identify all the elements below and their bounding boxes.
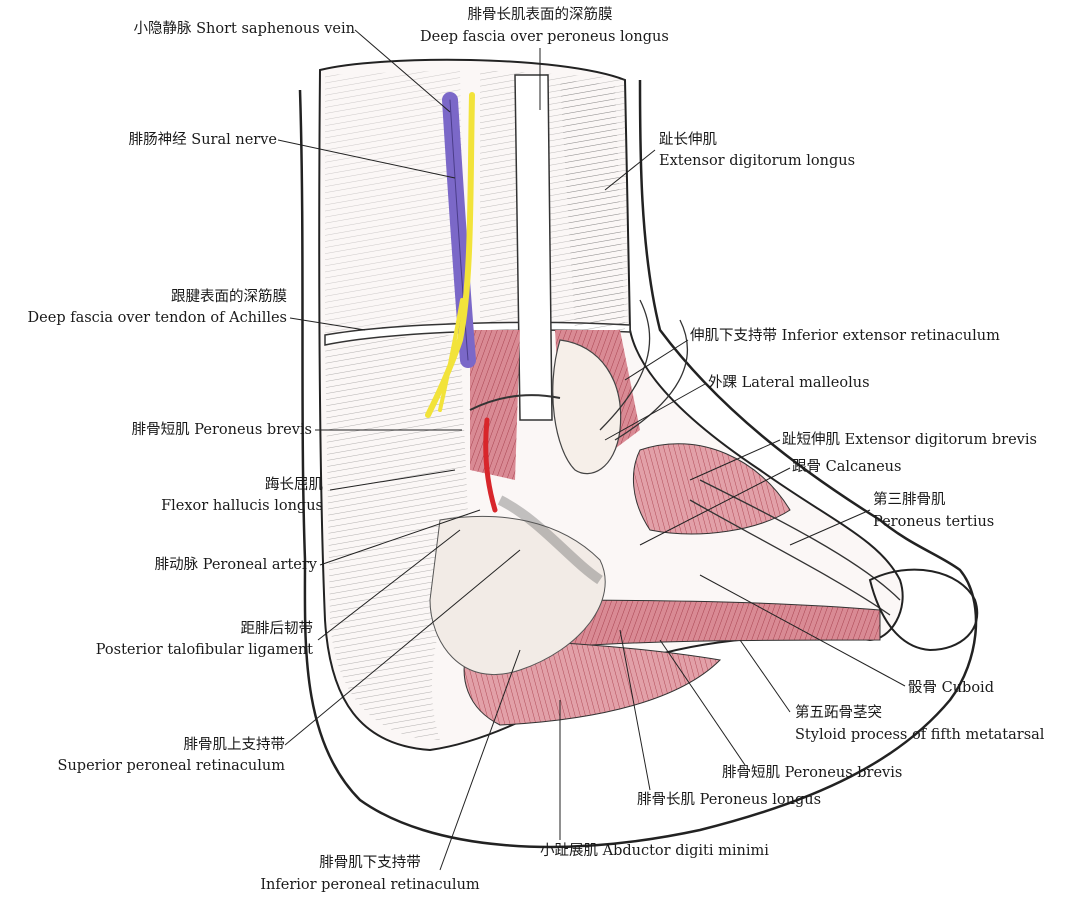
- sural-nerve-shape: [425, 92, 475, 418]
- label-inferior-peroneal-retinaculum-en: Inferior peroneal retinaculum: [260, 877, 480, 893]
- label-styloid-process-cn: 第五跖骨茎突: [795, 705, 882, 721]
- label-superior-peroneal-retinaculum-en: Superior peroneal retinaculum: [57, 758, 285, 774]
- label-inferior-peroneal-retinaculum-cn: 腓骨肌下支持带: [319, 855, 421, 871]
- label-extensor-digitorum-longus-cn: 趾长伸肌: [659, 132, 717, 148]
- label-short-saphenous-vein: 小隐静脉 Short saphenous vein: [133, 21, 355, 37]
- label-peroneus-longus: 腓骨长肌 Peroneus longus: [637, 792, 822, 808]
- label-lateral-malleolus: 外踝 Lateral malleolus: [708, 375, 870, 391]
- toe-outline: [868, 568, 979, 652]
- label-superior-peroneal-retinaculum-cn: 腓骨肌上支持带: [183, 737, 286, 753]
- label-extensor-digitorum-longus-en: Extensor digitorum longus: [659, 153, 856, 169]
- label-cuboid: 骰骨 Cuboid: [908, 680, 994, 696]
- label-flexor-hallucis-longus-en: Flexor hallucis longus: [161, 498, 323, 514]
- label-deep-fascia-peroneus-longus-en: Deep fascia over peroneus longus: [420, 29, 669, 45]
- label-peroneus-tertius-en: Peroneus tertius: [873, 514, 995, 530]
- label-calcaneus: 跟骨 Calcaneus: [792, 459, 902, 475]
- label-posterior-talofibular-cn: 距腓后韧带: [240, 621, 314, 637]
- label-sural-nerve: 腓肠神经 Sural nerve: [128, 132, 277, 148]
- label-extensor-digitorum-brevis: 趾短伸肌 Extensor digitorum brevis: [782, 432, 1037, 448]
- label-inferior-extensor-retinaculum: 伸肌下支持带 Inferior extensor retinaculum: [690, 328, 1000, 344]
- label-deep-fascia-achilles-en: Deep fascia over tendon of Achilles: [27, 310, 287, 326]
- label-peroneus-brevis-upper: 腓骨短肌 Peroneus brevis: [131, 422, 312, 438]
- label-peroneus-tertius-cn: 第三腓骨肌: [873, 492, 946, 508]
- label-posterior-talofibular-en: Posterior talofibular ligament: [95, 642, 313, 658]
- label-deep-fascia-achilles-cn: 跟腱表面的深筋膜: [171, 289, 287, 305]
- peroneal-artery-shape: [483, 417, 498, 513]
- label-styloid-process-en: Styloid process of fifth metatarsal: [795, 727, 1045, 743]
- label-abductor-digiti-minimi: 小趾展肌 Abductor digiti minimi: [540, 843, 769, 859]
- skin-outline: [298, 79, 978, 849]
- label-peroneus-brevis-lower: 腓骨短肌 Peroneus brevis: [722, 765, 903, 781]
- label-flexor-hallucis-longus-cn: 踇长屈肌: [265, 477, 323, 493]
- label-peroneal-artery: 腓动脉 Peroneal artery: [154, 557, 317, 573]
- lateral-malleolus-shape: [552, 339, 622, 475]
- label-deep-fascia-peroneus-longus-cn: 腓骨长肌表面的深筋膜: [467, 7, 613, 23]
